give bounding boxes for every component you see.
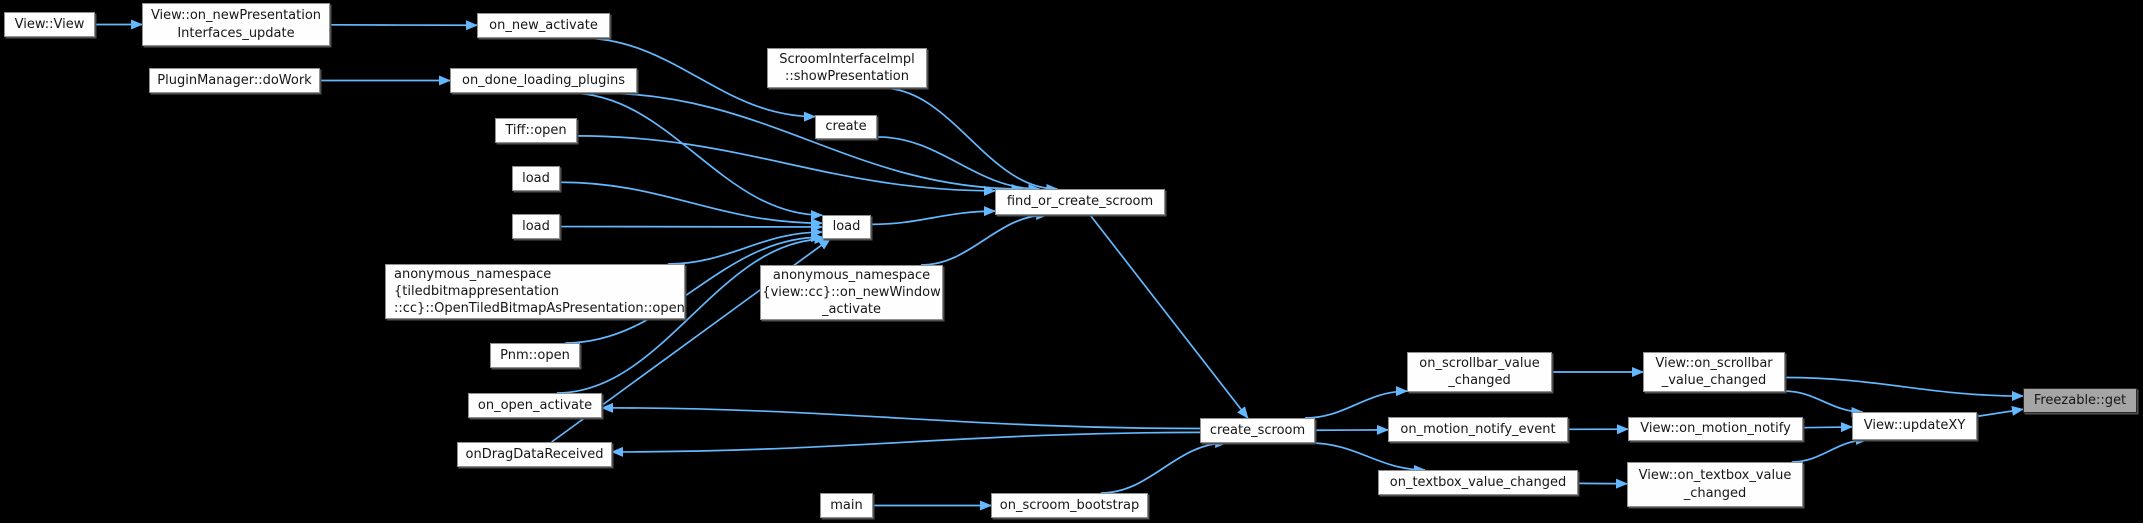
edge-create_scroom--ondrag xyxy=(611,431,1201,457)
edge-otb_open--load_c xyxy=(667,227,823,265)
edge-create_scroom--on_textbox_vc xyxy=(1310,442,1426,475)
node-on_scroom_bootstrap[interactable]: on_scroom_bootstrap xyxy=(991,493,1148,518)
edge-create_scroom--on_open_activate xyxy=(601,402,1201,430)
node-load_c[interactable]: load xyxy=(822,215,871,239)
node-on_new_activate[interactable]: on_new_activate xyxy=(477,13,610,38)
node-tiff_open[interactable]: Tiff::open xyxy=(495,118,577,143)
node-scroom_iface[interactable]: ScroomInterfaceImpl ::showPresentation xyxy=(767,48,927,88)
node-load1[interactable]: load xyxy=(512,166,560,191)
node-find_or_create_scroom[interactable]: find_or_create_scroom xyxy=(995,189,1165,215)
edge-create--find_or_create_scroom xyxy=(876,136,1041,194)
node-on_done_loading_plugins[interactable]: on_done_loading_plugins xyxy=(450,68,637,93)
edge-on_done_loading_plugins--load_c xyxy=(569,92,823,221)
node-view_on_motion_notify[interactable]: View::on_motion_notify xyxy=(1628,417,1803,441)
edge-pnm_open--load_c xyxy=(565,232,823,344)
edge-on_new_activate--create xyxy=(580,37,816,122)
edge-view_on_scrollbar_vc--view_updatexy xyxy=(1784,390,1864,417)
node-on_textbox_vc[interactable]: on_textbox_value_changed xyxy=(1378,470,1578,495)
edge-view_on_scrollbar_vc--freezable_get xyxy=(1784,376,2024,402)
edge-view_on_textbox_vc--view_updatexy xyxy=(1791,435,1868,463)
node-on_scrollbar_vc[interactable]: on_scrollbar_value _changed xyxy=(1407,352,1552,392)
edge-on_scroom_bootstrap--create_scroom xyxy=(1100,438,1228,494)
node-view_on_scrollbar_vc[interactable]: View::on_scrollbar _value_changed xyxy=(1643,352,1785,392)
node-view_updatexy[interactable]: View::updateXY xyxy=(1852,412,1977,440)
edge-load1--load_c xyxy=(559,181,823,229)
node-freezable_get: Freezable::get xyxy=(2023,388,2137,413)
edge-on_done_loading_plugins--find_or_create_scroom xyxy=(598,92,1024,194)
edge-create_scroom--on_scrollbar_vc xyxy=(1304,386,1408,419)
edge-load_c--find_or_create_scroom xyxy=(870,206,996,226)
node-pm_dowork[interactable]: PluginManager::doWork xyxy=(149,68,320,93)
edge-on_newwindow--find_or_create_scroom xyxy=(920,210,1049,266)
node-on_newwindow[interactable]: anonymous_namespace {view::cc}::on_newWi… xyxy=(760,265,943,320)
node-main[interactable]: main xyxy=(820,493,873,518)
node-otb_open[interactable]: anonymous_namespace {tiledbitmappresenta… xyxy=(385,264,685,319)
node-create[interactable]: create xyxy=(815,115,877,139)
edge-view_updatexy--freezable_get xyxy=(1976,406,2024,418)
node-on_open_activate[interactable]: on_open_activate xyxy=(468,393,602,418)
node-view_view[interactable]: View::View xyxy=(4,12,95,37)
edge-find_or_create_scroom--create_scroom xyxy=(1089,214,1249,419)
node-view_on_textbox_vc[interactable]: View::on_textbox_value _changed xyxy=(1627,462,1803,507)
edge-view_on_motion_notify--view_updatexy xyxy=(1802,422,1853,433)
node-v_onnewpi[interactable]: View::on_newPresentation Interfaces_upda… xyxy=(142,3,330,46)
node-load2[interactable]: load xyxy=(512,214,560,239)
node-pnm_open[interactable]: Pnm::open xyxy=(490,343,580,368)
edge-tiff_open--find_or_create_scroom xyxy=(576,135,996,196)
node-create_scroom[interactable]: create_scroom xyxy=(1200,418,1315,443)
edge-on_open_activate--load_c xyxy=(556,234,827,394)
node-on_motion_ne[interactable]: on_motion_notify_event xyxy=(1388,417,1568,442)
node-ondrag[interactable]: onDragDataReceived xyxy=(457,442,612,467)
